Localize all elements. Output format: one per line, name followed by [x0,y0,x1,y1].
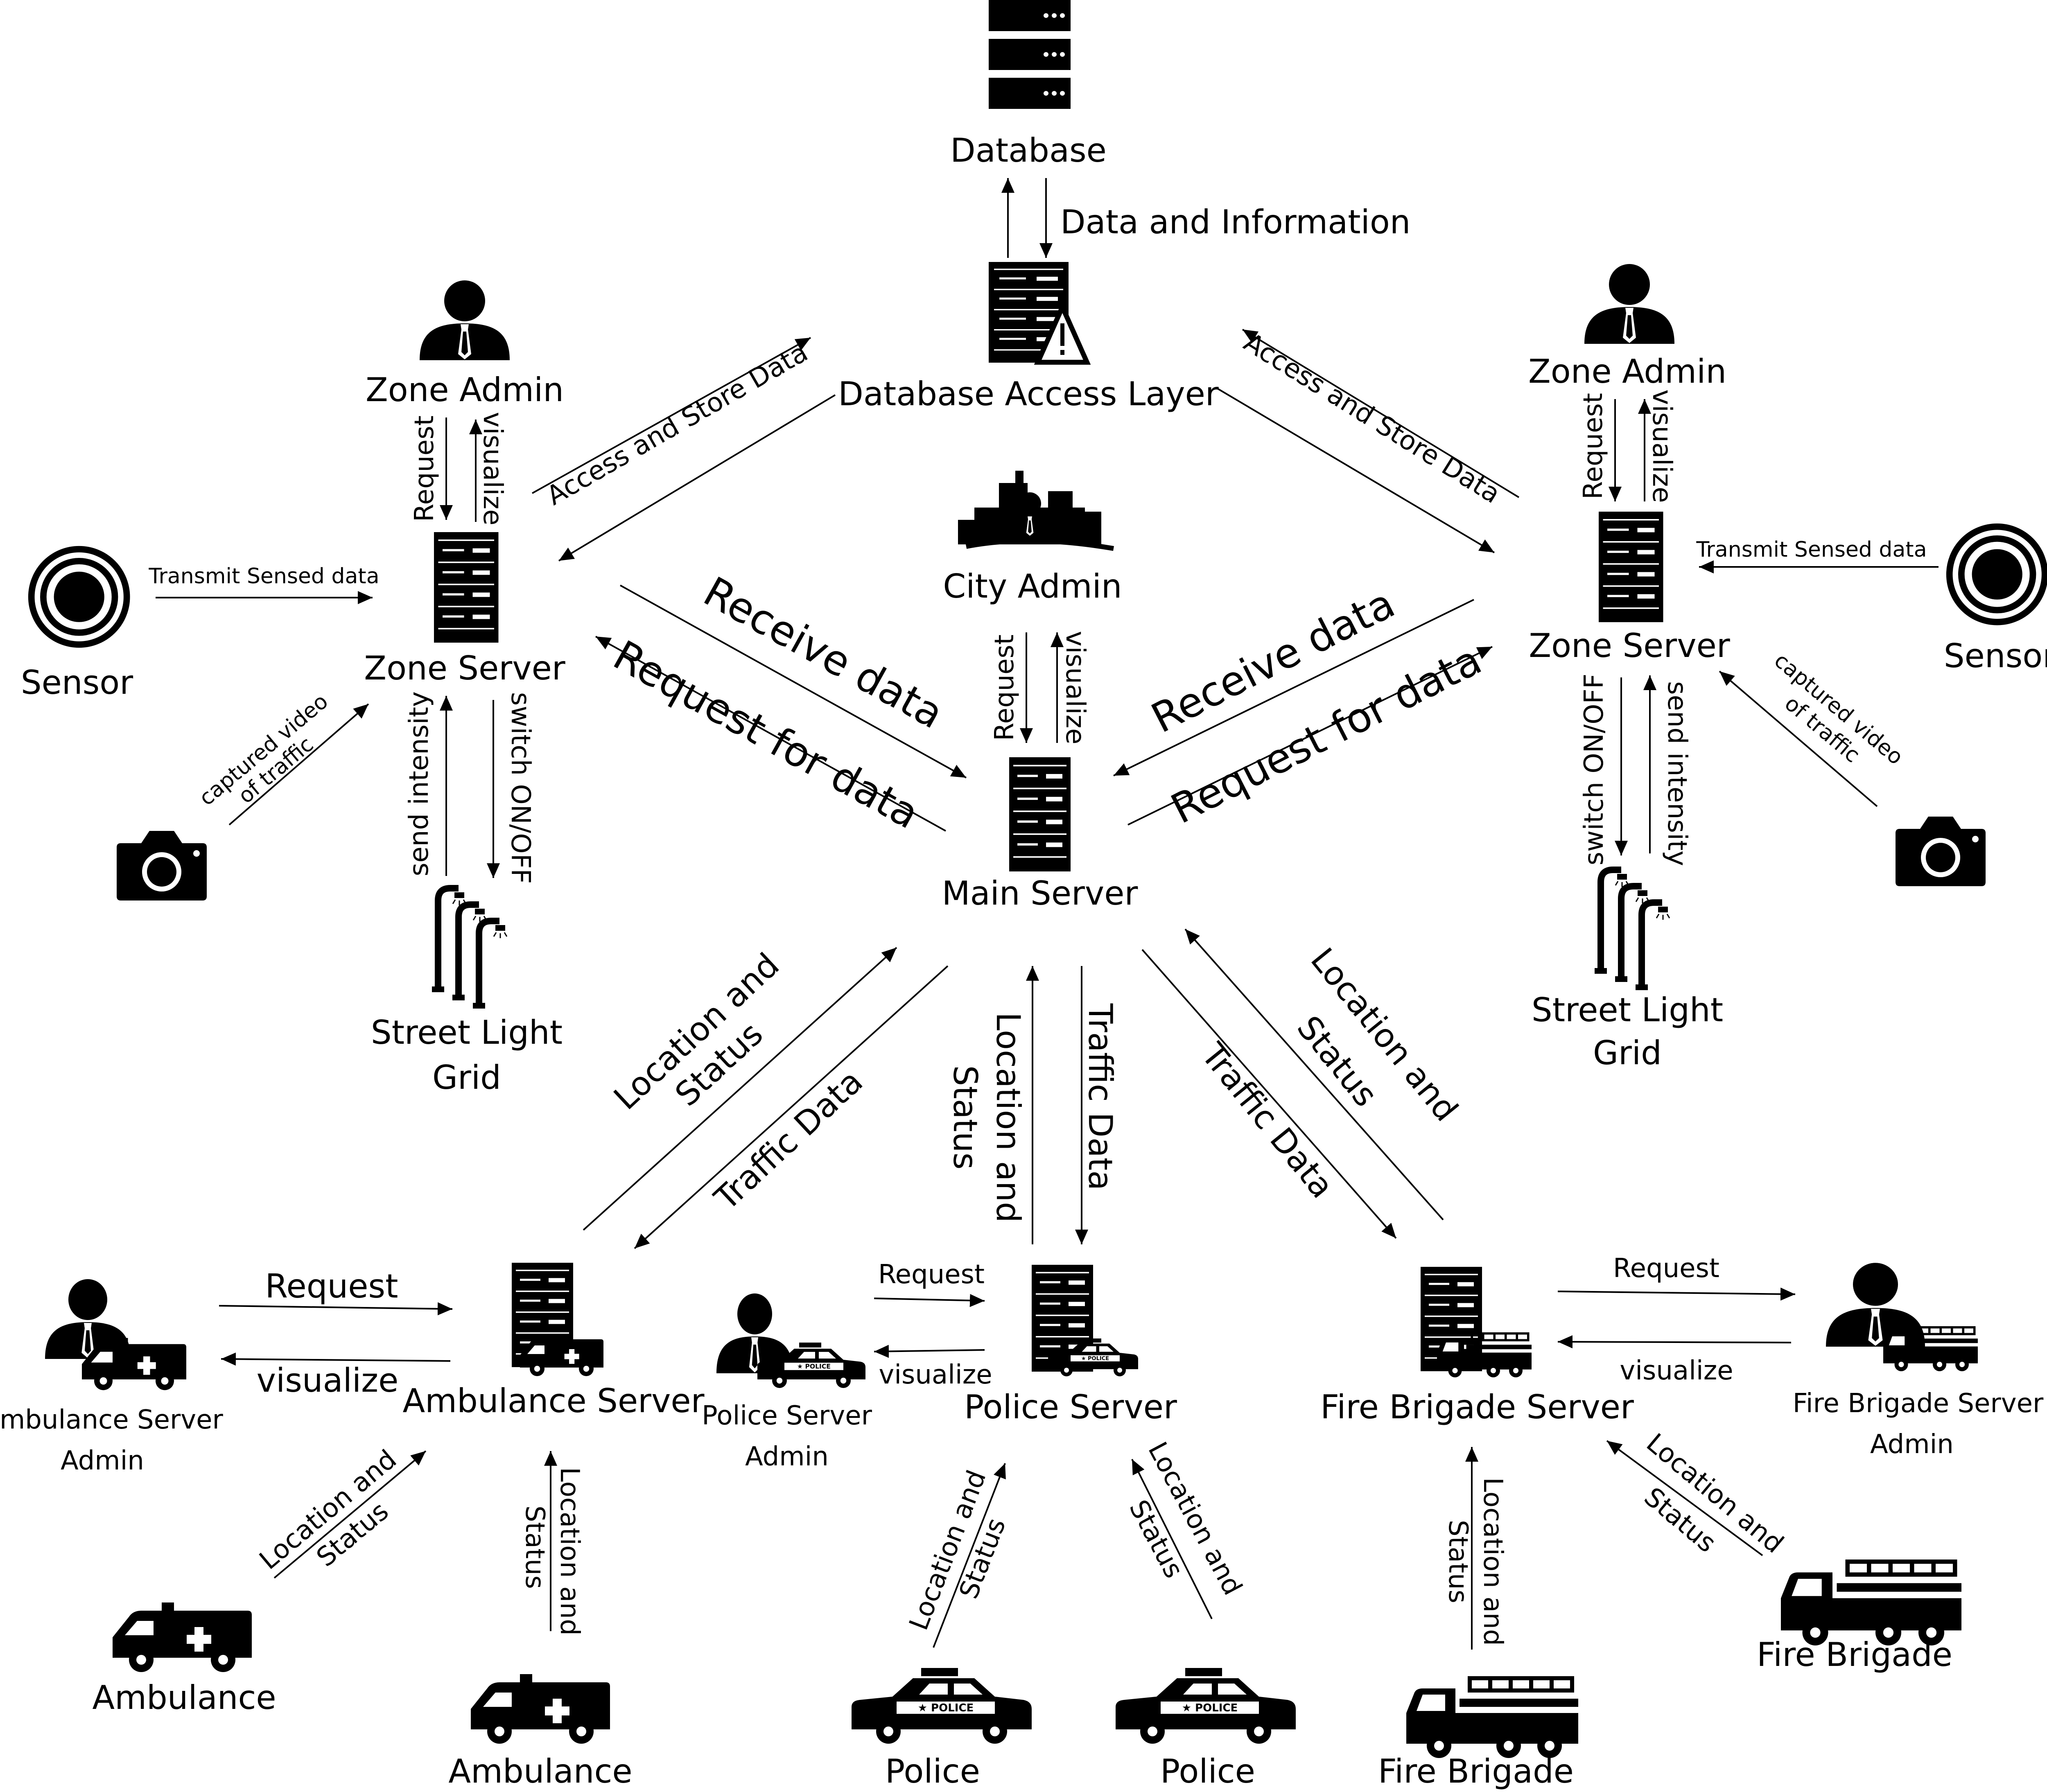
visualize-zone-left-label: visualize [477,412,508,525]
visualize-amb-label: visualize [257,1361,399,1399]
access-store-left-label: Access and Store Data [542,337,813,511]
switch-right-label: switch ON/OFF [1579,674,1609,865]
switch-left-label: switch ON/OFF [505,692,535,884]
police-server-icon [1032,1265,1138,1377]
fire-brigade-server-admin-label-2: Admin [1870,1429,1954,1460]
connector-lines [156,178,1939,1650]
main-server-icon [1009,757,1071,871]
ambulance-server-admin-label-1: Ambulance Server [0,1405,224,1435]
fire-brigade-1-label: Fire Brigade [1378,1752,1574,1790]
left-camera-icon [117,831,207,901]
ambulance-server-label: Ambulance Server [402,1382,704,1420]
data-and-information-label: Data and Information [1060,203,1410,241]
left-street-light-icon [432,888,507,1009]
database-label: Database [950,131,1107,169]
right-street-light-label-2: Grid [1593,1034,1662,1072]
loc-fire1-label-1: Location and [1478,1477,1508,1645]
police-server-label: Police Server [964,1388,1177,1426]
fire-server-icon [1421,1267,1532,1377]
request-fire-label: Request [1613,1253,1719,1284]
left-zone-server-label: Zone Server [364,649,565,687]
request-pol-label: Request [878,1259,985,1290]
right-zone-server-label: Zone Server [1529,627,1730,665]
ambulance-2-icon [471,1674,610,1744]
loc-fire1-label-2: Status [1443,1520,1473,1603]
send-intensity-right-label: send intensity [1662,681,1692,866]
right-street-light-icon [1595,870,1670,990]
fire-brigade-2-label: Fire Brigade [1757,1636,1952,1674]
transmit-right-label: Transmit Sensed data [1696,537,1927,562]
city-admin-label: City Admin [943,567,1122,605]
right-zone-admin-icon [1584,264,1674,344]
fire-brigade-server-admin-label-1: Fire Brigade Server [1793,1388,2044,1419]
right-street-light-label-1: Street Light [1532,991,1723,1029]
traffic-amb-label: Traffic Data [707,1062,870,1218]
police-admin-icon [716,1293,865,1388]
left-sensor-icon [32,549,127,645]
visualize-fire-label: visualize [1620,1356,1733,1386]
ambulance-1-label: Ambulance [92,1679,276,1717]
request-city-label: Request [990,634,1020,741]
right-sensor-icon [1950,527,2045,622]
right-zone-server-icon [1599,512,1663,622]
fire-admin-icon [1826,1263,1978,1371]
police-1-icon [852,1668,1032,1744]
traffic-pol-label: Traffic Data [1081,1003,1119,1191]
visualize-pol-label: visualize [879,1360,992,1390]
access-store-right-label: Access and Store Data [1238,327,1505,510]
visualize-zone-right-label: visualize [1647,389,1677,503]
fire-brigade-server-label: Fire Brigade Server [1320,1388,1634,1426]
left-zone-admin-icon [420,280,510,360]
database-warning-icon [989,262,1091,365]
police-2-icon [1116,1668,1296,1744]
send-intensity-left-label: send intensity [404,691,434,876]
transmit-left-label: Transmit Sensed data [148,564,379,589]
ambulance-server-admin-label-2: Admin [61,1446,144,1476]
ambulance-2-label: Ambulance [448,1752,632,1790]
request-zone-right-label: Request [1578,393,1609,499]
left-street-light-label-2: Grid [432,1058,501,1097]
loc-status-pol-main-label-1: Location and [989,1012,1027,1223]
city-admin-icon [958,471,1114,551]
police-server-admin-label-2: Admin [745,1442,829,1472]
visualize-city-label: visualize [1060,631,1090,744]
request-zone-left-label: Request [409,415,440,522]
right-camera-icon [1896,817,1986,886]
loc-amb2-label-2: Status [520,1505,550,1589]
ambulance-server-icon [512,1263,603,1376]
left-street-light-label-1: Street Light [371,1013,563,1052]
right-zone-admin-label: Zone Admin [1528,352,1726,390]
loc-status-pol-main-label-2: Status [946,1065,984,1170]
police-server-admin-label-1: Police Server [702,1401,872,1431]
main-server-label: Main Server [942,874,1138,912]
fire-brigade-1-icon [1406,1676,1578,1758]
loc-amb2-label-1: Location and [554,1467,585,1635]
ambulance-admin-icon [45,1279,186,1390]
police-1-label: Police [885,1752,980,1790]
left-zone-server-icon [434,532,499,643]
fire-brigade-2-icon [1781,1560,1961,1645]
database-icon [989,0,1071,109]
right-sensor-label: Sensor [1944,637,2047,675]
request-amb-label: Request [265,1267,398,1305]
ambulance-1-icon [113,1602,252,1672]
database-access-layer-label: Database Access Layer [838,375,1219,413]
left-sensor-label: Sensor [21,664,133,702]
police-2-label: Police [1160,1752,1255,1790]
left-zone-admin-label: Zone Admin [366,371,564,409]
